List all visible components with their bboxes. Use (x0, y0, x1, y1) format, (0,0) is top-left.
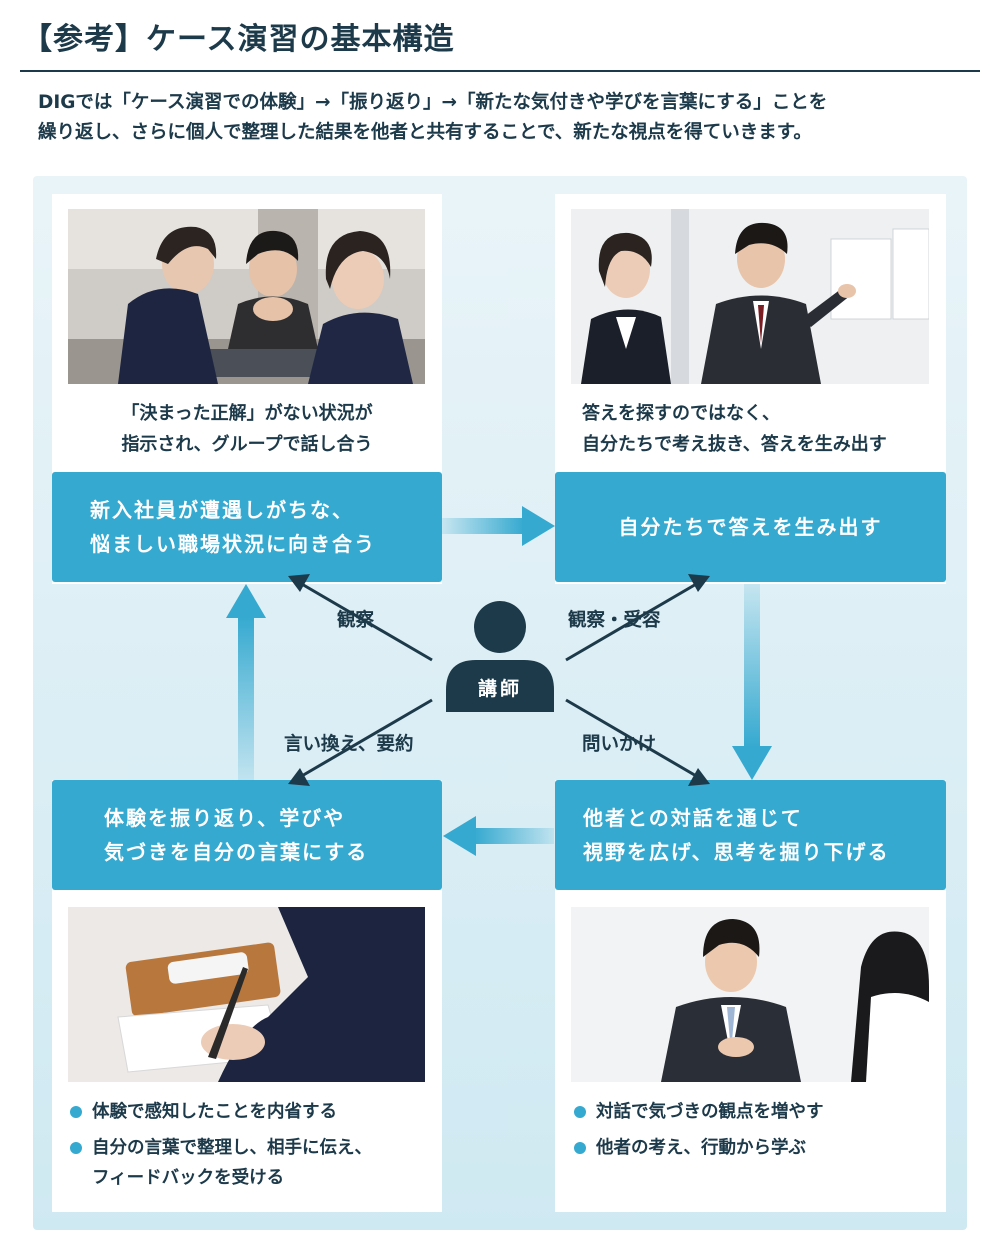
bullet-list-bottom-right: 対話で気づきの観点を増やす 他者の考え、行動から学ぶ (572, 1097, 942, 1169)
box-create-answers: 自分たちで答えを生み出す (555, 472, 946, 582)
intro-line-1: DIGでは「ケース演習での体験」→「振り返り」→「新たな気付きや学びを言葉にする… (38, 92, 828, 113)
box-top-left-line-1: 新入社員が遭遇しがちな、 (90, 498, 354, 522)
caption-top-left: 「決まった正解」がない状況が 指示され、グループで話し合う (52, 398, 442, 460)
instructor-person-icon (446, 601, 554, 712)
arrow-down-icon (732, 584, 772, 780)
arrowhead-up-left-icon (288, 574, 310, 592)
photo-writing-notes (68, 907, 425, 1082)
page-title: 【参考】ケース演習の基本構造 (22, 22, 455, 57)
caption-top-right-line-2: 自分たちで考え抜き、答えを生み出す (582, 434, 887, 455)
box-top-right-line-1: 自分たちで答えを生み出す (618, 515, 883, 539)
list-item: 他者の考え、行動から学ぶ (572, 1133, 942, 1163)
bullet-dot-icon (574, 1142, 586, 1154)
caption-top-left-line-2: 指示され、グループで話し合う (121, 434, 373, 455)
instructor-label: 講師 (477, 678, 522, 700)
title-divider (20, 70, 980, 72)
label-questioning: 問いかけ (582, 734, 657, 755)
box-face-workplace-situation: 新入社員が遭遇しがちな、 悩ましい職場状況に向き合う (52, 472, 442, 582)
label-paraphrase-summarize: 言い換え、要約 (284, 734, 414, 755)
label-observe-accept: 観察・受容 (568, 610, 661, 631)
box-dialogue-deepen: 他者との対話を通じて 視野を広げ、思考を掘り下げる (555, 780, 946, 890)
list-item-continued: フィードバックを受ける (92, 1168, 285, 1188)
arrow-left-icon (443, 816, 554, 856)
caption-top-right-line-1: 答えを探すのではなく、 (582, 403, 780, 424)
bullet-list-bottom-left: 体験で感知したことを内省する 自分の言葉で整理し、相手に伝え、 フィードバックを… (68, 1097, 438, 1199)
bullet-dot-icon (574, 1106, 586, 1118)
box-bottom-left-line-1: 体験を振り返り、学びや (104, 806, 346, 830)
box-top-left-line-2: 悩ましい職場状況に向き合う (90, 532, 376, 556)
intro-line-2: 繰り返し、さらに個人で整理した結果を他者と共有することで、新たな視点を得ていきま… (38, 122, 812, 143)
arrowhead-down-right-icon (688, 768, 710, 786)
box-bottom-right-line-2: 視野を広げ、思考を掘り下げる (583, 840, 890, 864)
photo-group-discussion (68, 209, 425, 384)
intro-text: DIGでは「ケース演習での体験」→「振り返り」→「新たな気付きや学びを言葉にする… (38, 88, 978, 148)
list-item: 対話で気づきの観点を増やす (572, 1097, 942, 1127)
box-bottom-right-line-1: 他者との対話を通じて (583, 806, 803, 830)
label-observe: 観察 (337, 610, 375, 631)
arrow-right-icon (442, 506, 555, 546)
list-item: 自分の言葉で整理し、相手に伝え、 (68, 1133, 438, 1163)
box-reflect-verbalize: 体験を振り返り、学びや 気づきを自分の言葉にする (52, 780, 442, 890)
arrow-up-icon (226, 584, 266, 780)
caption-top-left-line-1: 「決まった正解」がない状況が (121, 403, 373, 424)
instructor-arrows (299, 581, 699, 779)
arrowhead-down-left-icon (288, 768, 310, 786)
caption-top-right: 答えを探すのではなく、 自分たちで考え抜き、答えを生み出す (582, 398, 942, 460)
bullet-dot-icon (70, 1106, 82, 1118)
bullet-dot-icon (70, 1142, 82, 1154)
arrowhead-up-right-icon (688, 574, 710, 592)
photo-presentation (571, 209, 929, 384)
box-bottom-left-line-2: 気づきを自分の言葉にする (104, 840, 369, 864)
photo-dialogue (571, 907, 929, 1082)
list-item: 体験で感知したことを内省する (68, 1097, 438, 1127)
